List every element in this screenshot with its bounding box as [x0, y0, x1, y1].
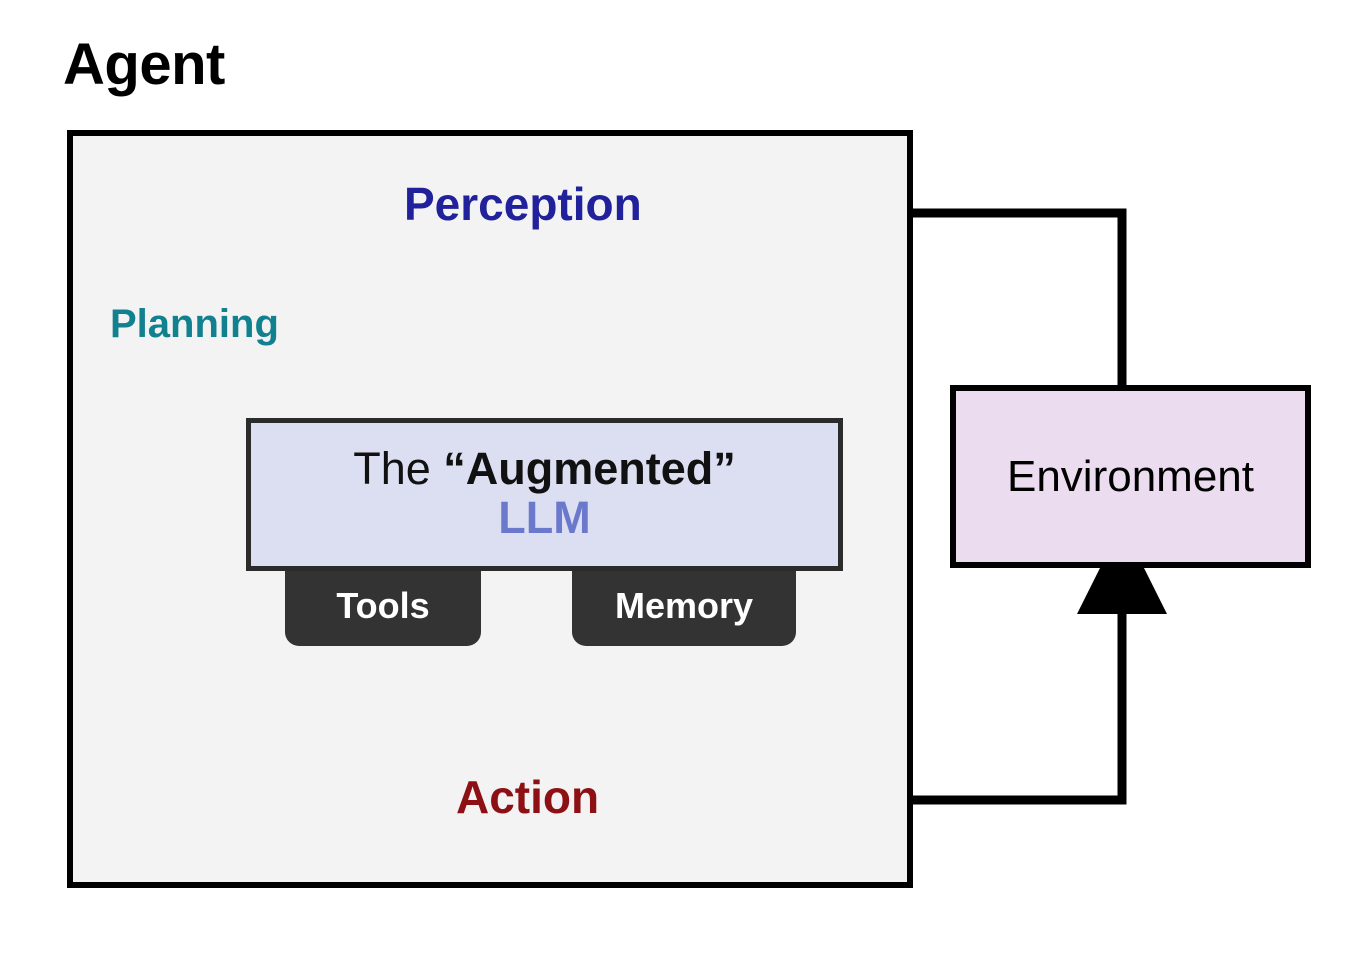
node-label-action: Action: [456, 771, 600, 823]
augmented-llm-quoted: “Augmented”: [443, 443, 736, 495]
node-label-planning: Planning: [110, 302, 279, 346]
agent-title: Agent: [63, 32, 225, 97]
augmented-llm-box: The “Augmented” LLM: [246, 418, 843, 571]
environment-label: Environment: [1006, 451, 1254, 501]
environment-box: Environment: [950, 385, 1311, 568]
augmented-llm-prefix: The: [353, 443, 444, 495]
node-label-perception: Perception: [404, 178, 642, 230]
attachment-tab-memory: Memory: [572, 566, 796, 646]
augmented-llm-headline: The “Augmented”: [353, 445, 736, 493]
augmented-llm-subhead: LLM: [498, 492, 591, 544]
attachment-tab-memory-label: Memory: [614, 585, 754, 626]
attachment-tab-tools-label: Tools: [336, 585, 430, 626]
attachment-tab-tools: Tools: [285, 566, 481, 646]
